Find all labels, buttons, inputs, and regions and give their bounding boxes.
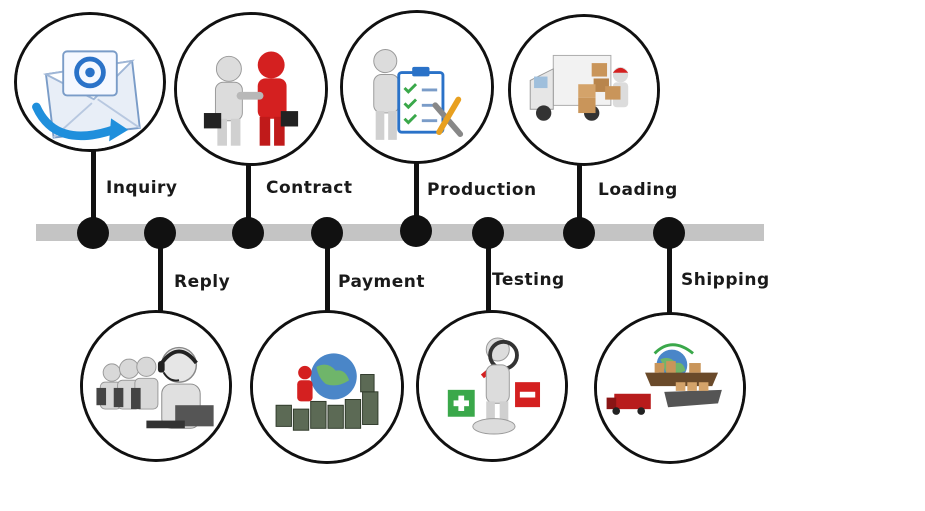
stem-payment [324,233,330,313]
step-label-production: Production [427,180,537,200]
step-label-testing: Testing [492,270,565,290]
stem-production [413,162,419,233]
handshake-icon [174,12,328,166]
step-label-shipping: Shipping [681,270,770,290]
stem-loading [576,164,582,233]
node-production [400,215,432,247]
stem-contract [245,163,251,233]
node-contract [232,217,264,249]
email-icon [14,12,166,152]
step-label-contract: Contract [266,178,353,198]
step-label-loading: Loading [598,180,678,200]
inspection-icon [416,310,568,462]
node-payment [311,217,343,249]
step-label-reply: Reply [174,272,231,292]
stem-reply [157,233,163,313]
money-globe-icon [250,310,404,464]
node-testing [472,217,504,249]
shipping-icon [594,312,746,464]
node-inquiry [77,217,109,249]
step-label-inquiry: Inquiry [106,178,178,198]
node-loading [563,217,595,249]
step-label-payment: Payment [338,272,426,292]
call-center-icon [80,310,232,462]
stem-inquiry [90,148,96,232]
checklist-icon [340,10,494,164]
node-shipping [653,217,685,249]
truck-loading-icon [508,14,660,166]
stem-shipping [666,233,672,313]
node-reply [144,217,176,249]
stem-testing [485,233,491,313]
